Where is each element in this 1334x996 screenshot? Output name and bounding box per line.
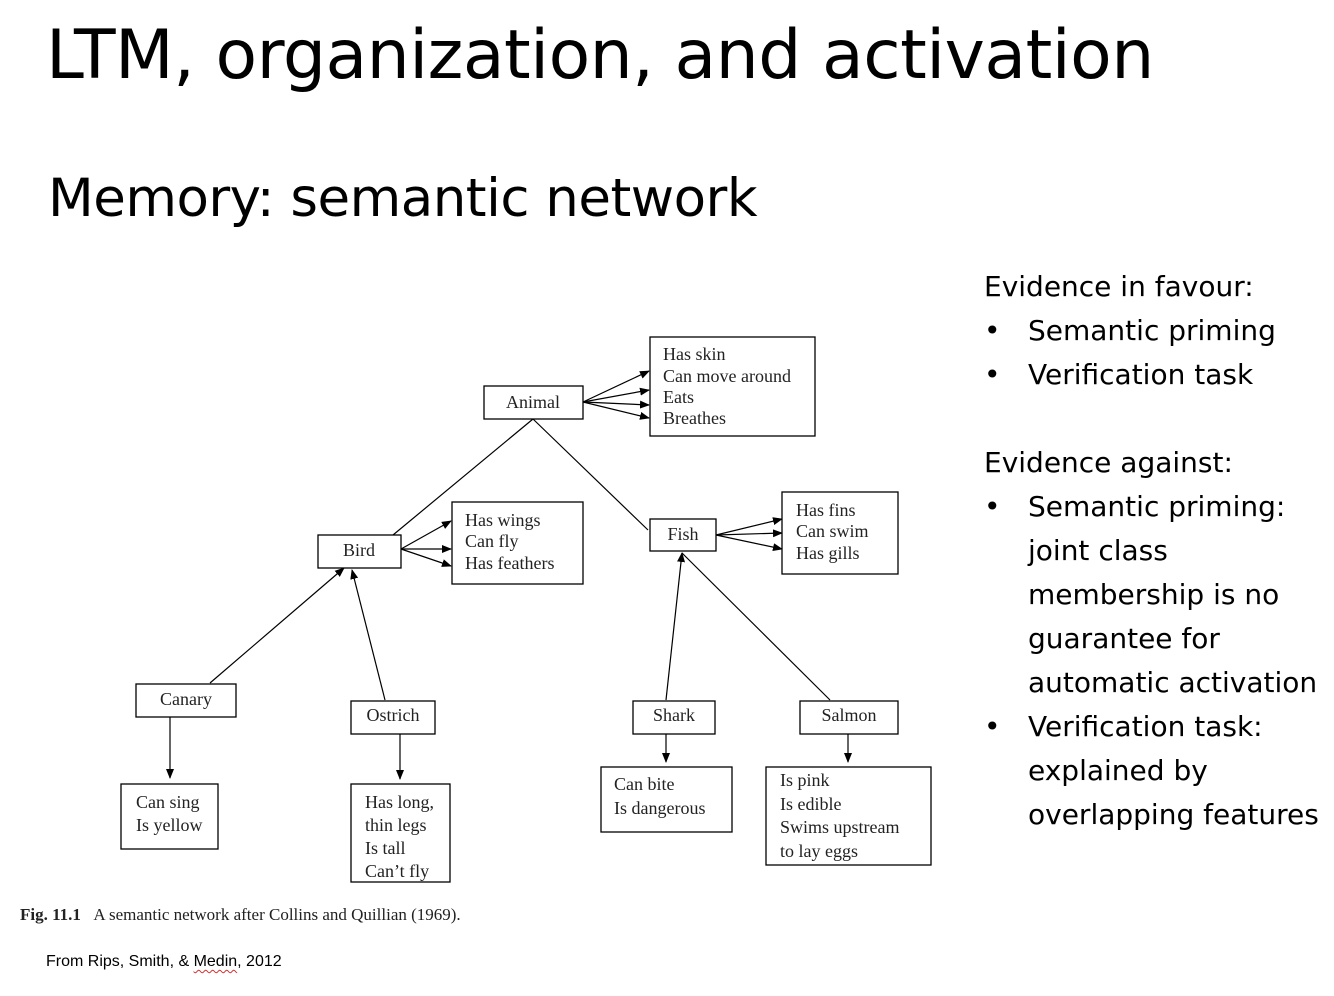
node-fish-label: Fish	[667, 524, 698, 544]
prop-ostrich-2: thin legs	[365, 815, 427, 835]
edge-animal-fish	[532, 418, 649, 531]
prop-ostrich-3: Is tall	[365, 838, 406, 858]
evidence-panel: Evidence in favour: • Semantic priming •…	[984, 265, 1329, 837]
evidence-favour-item: • Verification task	[984, 353, 1329, 397]
bird-property-arrows	[400, 520, 452, 567]
figure-caption-label: Fig. 11.1	[20, 905, 81, 924]
node-shark: Shark	[632, 700, 716, 735]
prop-salmon-1: Is pink	[780, 770, 830, 790]
source-prefix: From Rips, Smith, &	[46, 953, 194, 970]
slide-title: LTM, organization, and activation	[46, 16, 1154, 95]
bullet-icon: •	[984, 314, 1001, 347]
prop-salmon-4: to lay eggs	[780, 841, 858, 861]
bullet-icon: •	[984, 490, 1001, 523]
evidence-favour-item-text: Semantic priming	[1028, 314, 1276, 347]
prop-fish-2: Can swim	[796, 521, 869, 541]
evidence-favour-item: • Semantic priming	[984, 309, 1329, 353]
prop-animal-4: Breathes	[663, 408, 726, 428]
prop-bird-1: Has wings	[465, 510, 541, 530]
node-ostrich-label: Ostrich	[367, 705, 420, 725]
props-salmon: Is pink Is edible Swims upstream to lay …	[765, 766, 932, 866]
prop-animal-2: Can move around	[663, 366, 791, 386]
bullet-icon: •	[984, 710, 1001, 743]
evidence-against-item-text: Verification task: explained by overlapp…	[1028, 710, 1319, 831]
prop-fish-1: Has fins	[796, 500, 856, 520]
prop-canary-2: Is yellow	[136, 815, 203, 835]
slide-subtitle: Memory: semantic network	[48, 168, 758, 229]
node-animal: Animal	[483, 385, 584, 420]
props-canary: Can sing Is yellow	[120, 783, 219, 850]
prop-ostrich-1: Has long,	[365, 792, 434, 812]
evidence-favour-item-text: Verification task	[1028, 358, 1254, 391]
props-animal: Has skin Can move around Eats Breathes	[649, 336, 816, 437]
prop-salmon-2: Is edible	[780, 794, 841, 814]
node-ostrich: Ostrich	[350, 700, 436, 735]
animal-property-arrows	[582, 370, 650, 420]
evidence-against-item-text: Semantic priming: joint class membership…	[1028, 490, 1318, 699]
edge-ostrich-bird	[350, 569, 386, 701]
node-shark-label: Shark	[653, 705, 695, 725]
prop-shark-2: Is dangerous	[614, 798, 705, 818]
source-suffix: , 2012	[237, 953, 282, 970]
prop-animal-3: Eats	[663, 387, 694, 407]
edge-shark-fish	[665, 552, 686, 701]
figure-caption: Fig. 11.1 A semantic network after Colli…	[20, 905, 461, 924]
source-citation: From Rips, Smith, & Medin, 2012	[46, 953, 282, 971]
edge-salmon-fish	[681, 552, 831, 701]
evidence-against-heading: Evidence against:	[984, 446, 1233, 479]
node-bird-label: Bird	[343, 540, 375, 560]
spacer	[984, 397, 1329, 441]
evidence-favour-heading: Evidence in favour:	[984, 270, 1254, 303]
figure-caption-text: A semantic network after Collins and Qui…	[93, 905, 460, 924]
node-salmon-label: Salmon	[821, 705, 876, 725]
props-bird: Has wings Can fly Has feathers	[451, 501, 584, 585]
prop-salmon-3: Swims upstream	[780, 817, 900, 837]
prop-bird-3: Has feathers	[465, 553, 554, 573]
props-shark: Can bite Is dangerous	[600, 766, 733, 833]
evidence-against-item: • Verification task: explained by overla…	[984, 705, 1329, 837]
source-author-spellcheck: Medin	[193, 953, 238, 970]
props-fish: Has fins Can swim Has gills	[781, 491, 899, 575]
edge-canary-bird	[209, 567, 345, 684]
evidence-favour-list: • Semantic priming • Verification task	[984, 309, 1329, 397]
prop-animal-1: Has skin	[663, 344, 726, 364]
props-ostrich: Has long, thin legs Is tall Can’t fly	[350, 783, 451, 883]
node-canary-label: Canary	[160, 689, 212, 709]
edge-animal-bird	[392, 418, 534, 536]
node-canary: Canary	[135, 683, 237, 718]
evidence-against-item: • Semantic priming: joint class membersh…	[984, 485, 1329, 705]
prop-bird-2: Can fly	[465, 531, 519, 551]
evidence-against-list: • Semantic priming: joint class membersh…	[984, 485, 1329, 837]
bullet-icon: •	[984, 358, 1001, 391]
fish-property-arrows	[715, 517, 783, 552]
prop-canary-1: Can sing	[136, 792, 200, 812]
prop-fish-3: Has gills	[796, 543, 860, 563]
semantic-network-diagram: Animal Bird Fish Canary Ostrich Shark Sa…	[20, 336, 932, 924]
node-salmon: Salmon	[799, 700, 899, 735]
node-animal-label: Animal	[506, 392, 560, 412]
prop-ostrich-4: Can’t fly	[365, 861, 429, 881]
node-bird: Bird	[317, 534, 402, 569]
prop-shark-1: Can bite	[614, 774, 675, 794]
node-fish: Fish	[649, 518, 717, 552]
